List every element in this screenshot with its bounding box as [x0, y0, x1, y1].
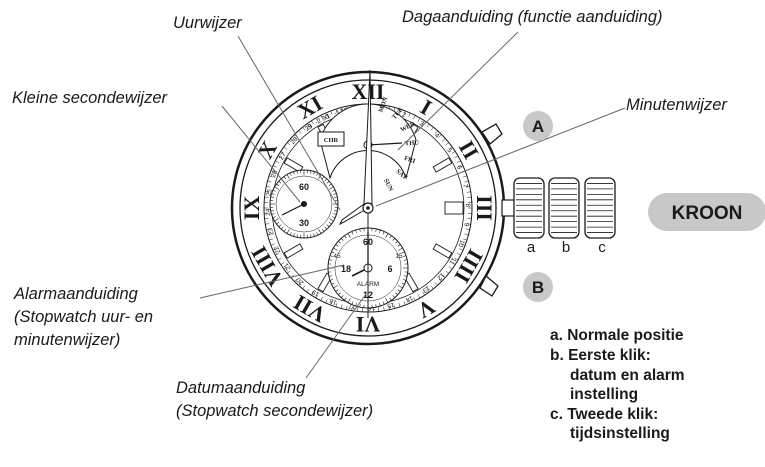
seconds-ticks — [270, 170, 338, 238]
hour-marker — [283, 157, 304, 173]
day-hand — [367, 142, 403, 146]
alarm-inner-15: 15 — [395, 253, 403, 260]
date-number: 5 — [445, 147, 453, 154]
date-number: 11 — [447, 256, 457, 266]
label-datum-1: Datumaanduiding — [176, 379, 306, 397]
day-label: THU — [405, 139, 420, 147]
crown-b[interactable] — [548, 177, 580, 239]
legend-b2: datum en alarm — [570, 367, 685, 384]
offset-scale: -1 — [333, 109, 341, 118]
date-number: 27 — [278, 151, 288, 161]
date-ring: 1234567891011121314151617181920212223242… — [264, 104, 472, 312]
pusher-b[interactable] — [479, 274, 499, 297]
date-number: 3 — [418, 120, 425, 128]
alarm-18: 18 — [341, 264, 351, 274]
crown-label-c: c — [598, 239, 606, 256]
date-number: 21 — [282, 261, 292, 271]
label-alarm-1: Alarmaanduiding — [13, 285, 139, 303]
label-uurwijzer: Uurwijzer — [173, 14, 243, 32]
hour-marker-wide — [444, 201, 464, 215]
date-number: 4 — [433, 132, 441, 140]
date-number: 7 — [461, 183, 469, 188]
date-number: 30 — [321, 113, 331, 123]
crown-positions — [513, 177, 616, 239]
date-number: 19 — [311, 288, 321, 298]
crown-c[interactable] — [584, 177, 616, 239]
kroon-badge: KROON — [648, 193, 765, 231]
seconds-60: 60 — [299, 182, 309, 192]
kroon-text: KROON — [672, 203, 743, 224]
legend: a. Normale positie b. Eerste klik: datum… — [550, 327, 685, 442]
date-number: 29 — [304, 123, 314, 133]
date-number: 28 — [290, 136, 300, 146]
chr-label: CHR — [324, 137, 339, 144]
date-number: 9 — [462, 222, 470, 227]
legend-c1: c. Tweede klik: — [550, 406, 658, 423]
offset-scale: -2 — [314, 117, 323, 126]
date-number: 24 — [265, 208, 272, 216]
date-number: 20 — [295, 276, 305, 286]
date-number: 12 — [435, 271, 445, 281]
label-kleine-secondewijzer: Kleine secondewijzer — [12, 89, 169, 107]
badge-b: B — [523, 272, 553, 302]
main-hands — [338, 69, 374, 318]
legend-c2: tijdsinstelling — [570, 425, 670, 442]
roman-IX: IX — [239, 196, 264, 221]
roman-III: III — [472, 195, 497, 221]
crown-label-b: b — [562, 239, 570, 256]
day-label: FRI — [403, 155, 416, 165]
date-number: 22 — [273, 245, 283, 255]
small-seconds-subdial: 60 30 — [269, 169, 339, 239]
hour-marker — [432, 243, 453, 259]
date-number: 8 — [464, 203, 471, 207]
date-number: 25 — [266, 188, 274, 197]
badge-b-text: B — [532, 278, 544, 297]
date-number: 18 — [328, 297, 338, 306]
alarm-ticks — [328, 228, 408, 308]
small-seconds-hand — [281, 203, 305, 216]
date-number: 2 — [401, 111, 407, 119]
hour-marker — [283, 243, 304, 259]
label-minutenwijzer: Minutenwijzer — [626, 96, 728, 114]
alarm-inner-45: 45 — [333, 253, 341, 260]
pusher-a[interactable] — [481, 123, 503, 145]
offset-scale: -1 — [323, 113, 331, 122]
date-number: 10 — [456, 239, 465, 249]
date-number: 14 — [404, 294, 414, 304]
date-number: 23 — [267, 227, 276, 236]
label-alarm-3: minutenwijzer) — [14, 331, 120, 349]
crown-label-a: a — [527, 239, 536, 256]
label-datum-2: (Stopwatch secondewijzer) — [176, 402, 373, 420]
date-number: 17 — [348, 302, 357, 310]
leader-lines — [199, 31, 626, 379]
alarm-6: 6 — [387, 264, 392, 274]
legend-b3: instelling — [570, 386, 638, 403]
badge-a: A — [523, 111, 553, 141]
offset-scale: -3 — [305, 123, 314, 132]
date-number: 6 — [455, 164, 463, 171]
seconds-30: 30 — [299, 218, 309, 228]
crown-a[interactable] — [513, 177, 545, 239]
label-alarm-2: (Stopwatch uur- en — [14, 308, 153, 326]
legend-b1: b. Eerste klik: — [550, 347, 651, 364]
label-dagaanduiding: Dagaanduiding (functie aanduiding) — [402, 8, 663, 26]
date-number: 13 — [421, 284, 431, 294]
badge-a-text: A — [532, 117, 544, 136]
date-number: 15 — [386, 301, 395, 310]
roman-XII: XII — [351, 79, 384, 104]
hour-marker — [432, 157, 453, 173]
legend-a: a. Normale positie — [550, 327, 684, 344]
date-number: 26 — [270, 169, 279, 179]
